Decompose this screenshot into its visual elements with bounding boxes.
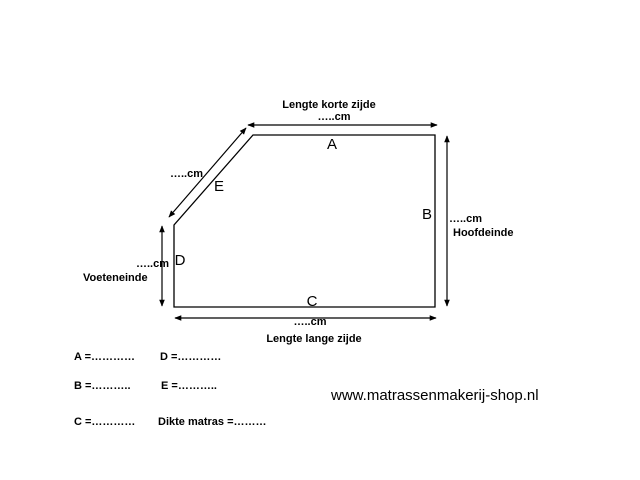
edge-label-e: E <box>214 178 224 195</box>
edge-label-a: A <box>327 136 337 153</box>
form-field-c: C =………… <box>74 416 136 428</box>
form-field-a: A =………… <box>74 351 136 363</box>
form-field-d: D =………… <box>160 351 222 363</box>
website-url: www.matrassenmakerij-shop.nl <box>331 387 539 404</box>
top-dimension-value: …..cm <box>317 111 350 123</box>
edge-label-c: C <box>307 293 318 310</box>
diagonal-dimension-arrow <box>168 127 247 218</box>
form-field-dikte-matras: Dikte matras =……… <box>158 416 267 428</box>
mattress-outline <box>173 134 436 308</box>
top-dimension-title: Lengte korte zijde <box>282 99 376 111</box>
edge-label-b: B <box>422 206 432 223</box>
bottom-dimension-value: …..cm <box>293 316 326 328</box>
diagonal-dimension-value: …..cm <box>170 168 203 180</box>
bottom-dimension-title: Lengte lange zijde <box>266 333 361 345</box>
edge-label-d: D <box>175 252 186 269</box>
right-dimension-value: …..cm <box>449 213 482 225</box>
left-dimension-value: …..cm <box>136 258 169 270</box>
right-dimension-title: Hoofdeinde <box>453 227 514 239</box>
form-field-b: B =……….. <box>74 380 131 392</box>
form-field-e: E =……….. <box>161 380 217 392</box>
left-dimension-title: Voeteneinde <box>83 272 148 284</box>
